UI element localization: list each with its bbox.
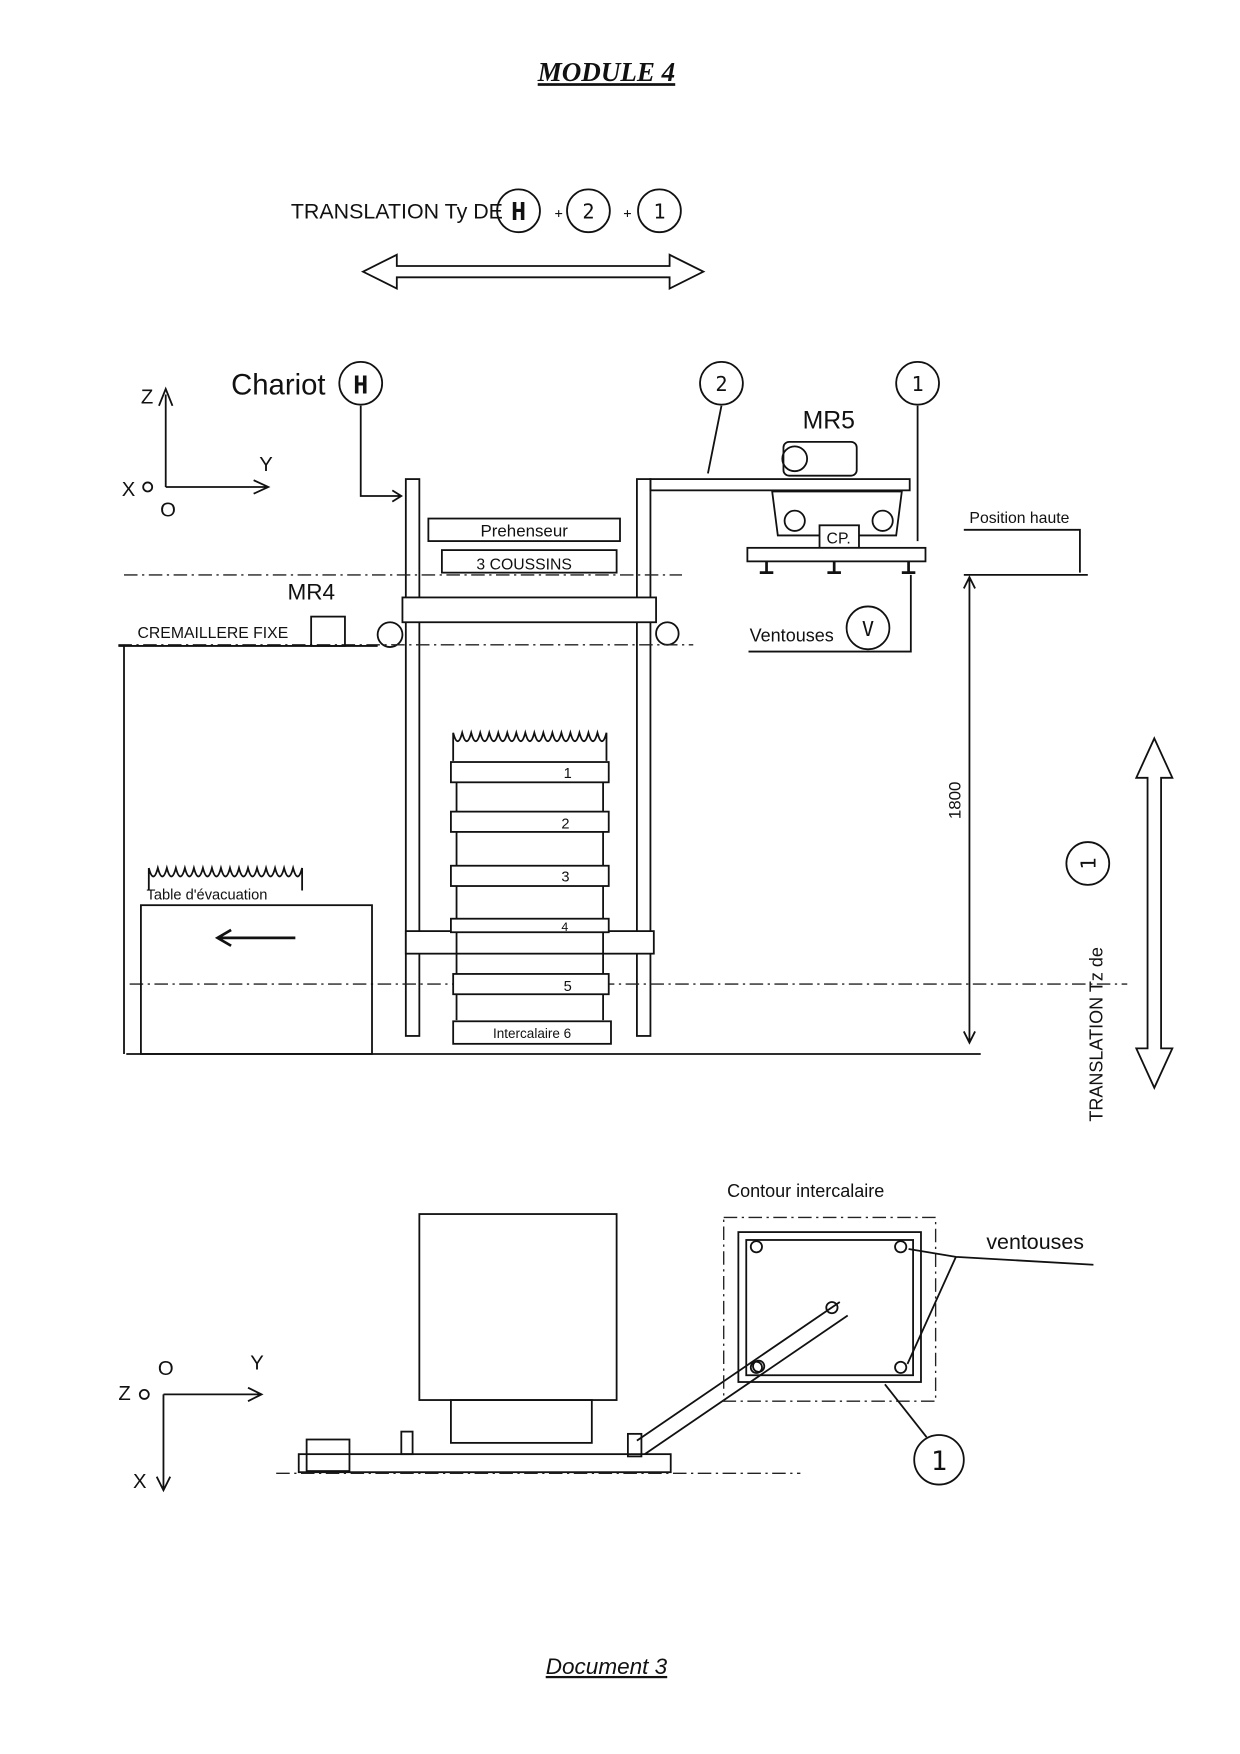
svg-text:H: H — [511, 197, 526, 226]
top-view-machine — [276, 1213, 849, 1474]
svg-text:1: 1 — [931, 1446, 947, 1477]
dimension-1800: 1800 — [945, 782, 964, 820]
callout-2-side: 2 — [699, 360, 744, 406]
arrow-left-icon — [214, 928, 296, 947]
svg-text:Z: Z — [118, 1383, 130, 1405]
svg-text:5: 5 — [564, 979, 572, 995]
svg-text:4: 4 — [561, 920, 568, 934]
svg-text:+: + — [623, 206, 631, 222]
page-title: MODULE 4 — [537, 57, 676, 87]
svg-text:X: X — [122, 479, 136, 501]
svg-text:2: 2 — [561, 817, 569, 833]
callout-1: 1 — [637, 188, 682, 234]
position-haute-label: Position haute — [969, 510, 1069, 527]
axes-side: Z Y X O — [122, 386, 273, 521]
svg-text:+: + — [555, 206, 563, 222]
chariot-frame: Prehenseur 3 COUSSINS — [376, 478, 911, 1037]
callout-2: 2 — [566, 188, 611, 234]
callout-1-tz: 1 — [1065, 841, 1111, 886]
mr5-label: MR5 — [803, 407, 855, 434]
svg-text:1: 1 — [653, 200, 665, 224]
callout-1-side: 1 — [895, 360, 940, 406]
svg-text:O: O — [158, 1358, 174, 1380]
chariot-callout: H — [338, 360, 384, 406]
intercalaire-label: Intercalaire 6 — [493, 1026, 571, 1041]
svg-text:1: 1 — [564, 766, 572, 782]
svg-text:Z: Z — [141, 387, 153, 409]
table-evacuation-label: Table d'évacuation — [147, 888, 268, 904]
prehenseur-label: Prehenseur — [481, 522, 569, 541]
ventouses-top-label: ventouses — [986, 1230, 1084, 1254]
contour-intercalaire-label: Contour intercalaire — [727, 1181, 884, 1201]
svg-text:2: 2 — [715, 372, 727, 396]
svg-text:1: 1 — [1077, 857, 1101, 869]
translation-tz-label: TRANSLATION Tz de — [1086, 947, 1106, 1122]
ventouses-label: Ventouses — [750, 625, 834, 645]
svg-text:X: X — [133, 1471, 147, 1493]
axes-top: Z O Y X — [118, 1353, 264, 1493]
svg-text:1: 1 — [911, 372, 923, 396]
callout-v: V — [845, 605, 891, 651]
vertical-double-arrow-icon — [1134, 736, 1174, 1090]
cp-label: CP. — [827, 530, 851, 547]
pallet-stack: 1 2 3 4 5 Intercalaire 6 — [450, 729, 612, 1045]
intercalaire-top — [723, 1216, 937, 1402]
coussins-label: 3 COUSSINS — [476, 556, 571, 573]
mr4-label: MR4 — [287, 580, 335, 605]
cremaillere-label: CREMAILLERE FIXE — [138, 625, 289, 642]
double-arrow-icon — [360, 253, 706, 291]
document-label: Document 3 — [546, 1654, 668, 1679]
svg-text:3: 3 — [561, 870, 569, 886]
svg-text:Y: Y — [259, 454, 273, 476]
svg-text:H: H — [353, 370, 368, 399]
svg-text:V: V — [862, 617, 874, 641]
callout-1-top: 1 — [913, 1434, 965, 1486]
callout-h: H — [496, 188, 541, 234]
svg-text:2: 2 — [582, 200, 594, 224]
svg-text:Y: Y — [250, 1353, 264, 1375]
translation-ty-label: TRANSLATION Ty DE — [291, 200, 503, 224]
motor-mr5: CP. — [746, 440, 927, 574]
svg-text:O: O — [160, 499, 176, 521]
chariot-label: Chariot — [231, 369, 325, 402]
